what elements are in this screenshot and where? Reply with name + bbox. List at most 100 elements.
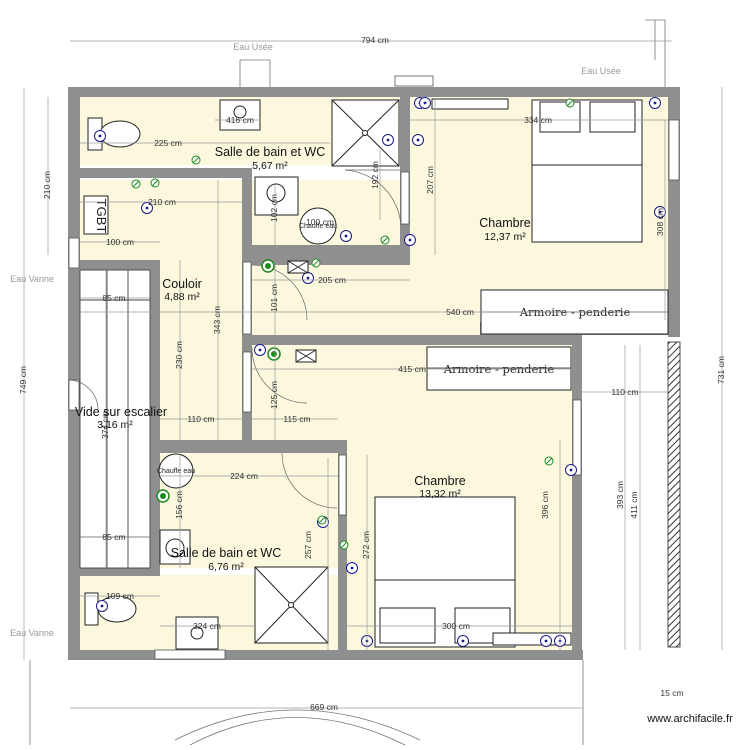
room-couloir-area: 4,88 m²: [164, 291, 200, 303]
dim-794: 794 cm: [361, 35, 389, 45]
eau-usee-2: Eau Usée: [581, 66, 621, 76]
outlet-dot-icon: [408, 238, 412, 242]
switch-stroke-icon: [340, 541, 348, 549]
outlet-dot-icon: [145, 206, 149, 210]
dim-100a: 100 cm: [106, 237, 134, 247]
dim-156: 156 cm: [174, 491, 184, 519]
room-chambre1-name: Chambre: [479, 216, 530, 230]
switch-stroke-icon: [151, 179, 159, 187]
switch-stroke-icon: [318, 516, 326, 524]
dim-749: 749 cm: [18, 366, 28, 394]
dim-300: 300 cm: [442, 621, 470, 631]
exterior-outline: [29, 19, 666, 746]
water-heater-1-label: Chauffe eau: [299, 223, 337, 230]
eau-vanne-1: Eau Vanne: [10, 274, 54, 284]
outlet-dot-icon: [423, 101, 427, 105]
electrical-symbols: [94, 97, 666, 647]
dimension-labels: 794 cm 669 cm 749 cm 210 cm 731 cm 225 c…: [18, 35, 726, 712]
outlet-dot-icon: [416, 138, 420, 142]
switch-stroke-icon: [312, 259, 320, 267]
room-sdb2-area: 6,76 m²: [208, 561, 244, 573]
outlet-dot-icon: [658, 210, 662, 214]
switch-stroke-icon: [381, 236, 389, 244]
dim-109: 109 cm: [106, 591, 134, 601]
room-vide-area: 3,16 m²: [97, 419, 133, 431]
outlet-dot-icon: [350, 566, 354, 570]
room-labels: Salle de bain et WC 5,67 m² Chambre 12,3…: [75, 145, 531, 573]
room-chambre2-area: 13,32 m²: [419, 488, 461, 500]
outlet-dot-icon: [386, 138, 390, 142]
room-sdb2-name: Salle de bain et WC: [171, 546, 281, 560]
dim-324: 324 cm: [193, 621, 221, 631]
bed-1: [531, 99, 643, 243]
sink-1: [219, 99, 261, 131]
bed-2: [374, 496, 516, 648]
switch-stroke-icon: [132, 180, 140, 188]
outlet-dot-icon: [258, 348, 262, 352]
dim-393: 393 cm: [615, 481, 625, 509]
dim-272: 272 cm: [361, 531, 371, 559]
dim-411: 411 cm: [629, 491, 639, 518]
room-chambre2-name: Chambre: [414, 474, 465, 488]
dim-257: 257 cm: [303, 531, 313, 559]
switch-stroke-icon: [566, 99, 574, 107]
dim-101: 101 cm: [269, 284, 279, 312]
windows: [68, 75, 680, 660]
dim-100b: 100 cm: [306, 217, 334, 227]
shower-2: [254, 566, 329, 644]
dimension-lines: [23, 40, 723, 709]
toilet-2: [84, 592, 137, 626]
dim-374: 374 cm: [100, 411, 110, 439]
outlet-dot-icon: [98, 134, 102, 138]
switch-stroke-icon: [545, 457, 553, 465]
dim-210-left: 210 cm: [42, 171, 52, 199]
tgbt-label: TGBT: [94, 199, 109, 234]
light-dot-icon: [271, 351, 277, 357]
outlet-dot-icon: [569, 468, 573, 472]
light-dot-icon: [265, 263, 271, 269]
dim-85a: 85 cm: [102, 293, 125, 303]
outlet-dot-icon: [461, 639, 465, 643]
dim-343: 343 cm: [212, 306, 222, 334]
eau-usee-1: Eau Usée: [233, 42, 273, 52]
sink-2: [175, 616, 219, 650]
room-chambre1-area: 12,37 m²: [484, 231, 526, 243]
water-heater-2: Chauffe eau: [157, 453, 195, 565]
dim-224: 224 cm: [230, 471, 258, 481]
dim-669: 669 cm: [310, 702, 338, 712]
dim-205: 205 cm: [318, 275, 346, 285]
plumbing-labels: Eau Usée Eau Usée Eau Vanne Eau Vanne: [10, 42, 621, 638]
dim-334: 334 cm: [524, 115, 552, 125]
dim-308: 308 cm: [655, 208, 665, 236]
switch-stroke-icon: [192, 156, 200, 164]
eau-vanne-2: Eau Vanne: [10, 628, 54, 638]
dim-102: 102 cm: [269, 194, 279, 222]
water-heater-2-label: Chauffe eau: [157, 468, 195, 475]
dim-230: 230 cm: [174, 341, 184, 369]
dim-85b: 85 cm: [102, 532, 125, 542]
room-sdb1-area: 5,67 m²: [252, 160, 288, 172]
room-sdb1-name: Salle de bain et WC: [215, 145, 325, 159]
outlet-dot-icon: [544, 639, 548, 643]
dim-415: 415 cm: [398, 364, 426, 374]
dim-110b: 110 cm: [187, 414, 214, 424]
dim-15: 15 cm: [660, 688, 683, 698]
room-couloir-name: Couloir: [162, 277, 202, 291]
dim-731: 731 cm: [716, 356, 726, 384]
dim-192: 192 cm: [370, 161, 380, 189]
shower-1: [331, 99, 400, 167]
dim-416: 416 cm: [226, 115, 254, 125]
dim-225: 225 cm: [154, 138, 182, 148]
light-dot-icon: [160, 493, 166, 499]
outlet-dot-icon: [653, 101, 657, 105]
junction-box-cross-icon: [295, 349, 317, 363]
outlet-dot-icon: [100, 604, 104, 608]
room-vide-name: Vide sur escalier: [75, 405, 167, 419]
dim-540: 540 cm: [446, 307, 474, 317]
dim-115: 115 cm: [283, 414, 310, 424]
dim-396: 396 cm: [540, 491, 550, 519]
junction-box-cross-icon: [287, 260, 309, 274]
dim-125: 125 cm: [269, 381, 279, 409]
door-swings: [67, 169, 402, 509]
